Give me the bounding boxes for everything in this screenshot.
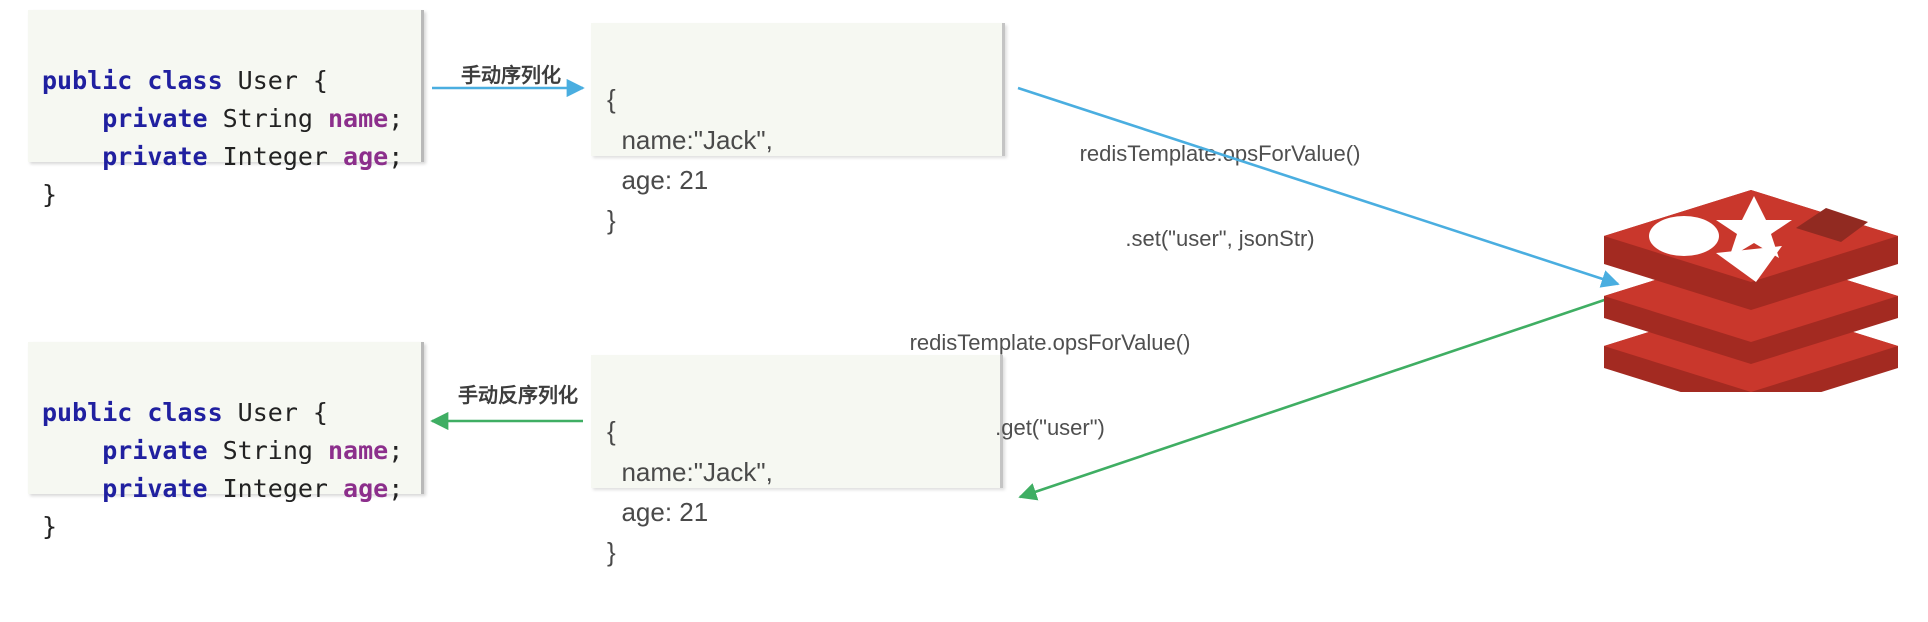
code-type-integer: Integer [207, 142, 344, 171]
code-keyword-public-class: public class [42, 66, 223, 95]
redis-glyph-diamond [1796, 208, 1868, 242]
json-close-brace-b: } [607, 537, 616, 568]
code-keyword-private-2-b: private [102, 474, 208, 503]
label-manual-serialize: 手动序列化 [461, 63, 561, 87]
redis-glyph-star [1716, 196, 1792, 258]
label-manual-deserialize: 手动反序列化 [458, 383, 578, 407]
code-type-integer-b: Integer [207, 474, 344, 503]
code-block-user-class-top: public class User { private String name;… [28, 10, 424, 209]
code-block-user-class-bottom: public class User { private String name;… [28, 342, 424, 541]
code-class-name: User { [222, 66, 328, 95]
code-close-brace-b: } [42, 512, 58, 541]
json-close-brace: } [607, 205, 616, 236]
code-semicolon-1: ; [388, 104, 404, 133]
json-age-field-b: age: 21 [607, 496, 709, 527]
json-block-top: { name:"Jack", age: 21 } [591, 23, 1005, 235]
code-field-age-b: age [343, 474, 389, 503]
json-name-field: name:"Jack", [607, 124, 773, 155]
code-field-name-b: name [328, 436, 389, 465]
json-name-field-b: name:"Jack", [607, 456, 773, 487]
code-close-brace: } [42, 180, 58, 209]
code-semicolon-2-b: ; [388, 474, 404, 503]
code-semicolon-1-b: ; [388, 436, 404, 465]
label-redis-get-line1: redisTemplate.opsForValue() [909, 330, 1191, 356]
label-redis-get-line2: .get("user") [995, 414, 1105, 440]
label-redis-set-line1: redisTemplate.opsForValue() [1079, 141, 1361, 167]
code-keyword-public-class-b: public class [42, 398, 223, 427]
json-open-brace-b: { [607, 416, 616, 447]
code-keyword-private-1-b: private [102, 436, 208, 465]
code-keyword-private-1: private [102, 104, 208, 133]
json-block-bottom: { name:"Jack", age: 21 } [591, 355, 1003, 567]
code-keyword-private-2: private [102, 142, 208, 171]
code-type-string: String [207, 104, 328, 133]
code-class-name-b: User { [222, 398, 328, 427]
code-type-string-b: String [207, 436, 328, 465]
redis-glyph-triangle [1716, 246, 1782, 282]
redis-glyph-ellipse [1649, 216, 1719, 256]
json-open-brace: { [607, 84, 616, 115]
json-age-field: age: 21 [607, 164, 709, 195]
redis-logo [1604, 190, 1898, 392]
code-semicolon-2: ; [388, 142, 404, 171]
code-field-age: age [343, 142, 389, 171]
label-redis-get: redisTemplate.opsForValue() .get("user") [885, 273, 1215, 498]
code-field-name: name [328, 104, 389, 133]
label-redis-set-line2: .set("user", jsonStr) [1125, 225, 1315, 251]
